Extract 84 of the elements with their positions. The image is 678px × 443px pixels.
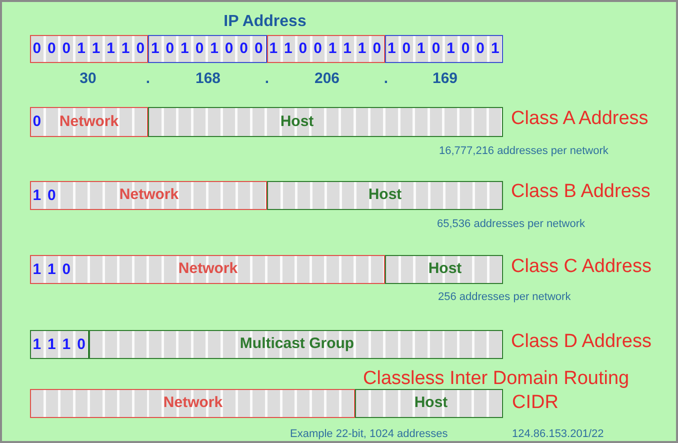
bit-digit: 1 [106, 41, 115, 56]
class-label: Class C Address [511, 257, 652, 276]
network-field [30, 181, 266, 210]
bit-digit: 0 [166, 41, 174, 56]
bit-digit: 1 [32, 188, 42, 202]
network-field [30, 107, 148, 137]
bit-digit: 1 [387, 41, 396, 56]
bit-digit: 0 [77, 336, 86, 352]
bit-digit: 1 [121, 41, 130, 56]
field-label: Network [59, 114, 119, 128]
bit-digit: 0 [254, 41, 263, 56]
bit-digit: 0 [224, 41, 234, 56]
field-label: Host [428, 261, 462, 276]
octet-value: 168 [195, 71, 221, 86]
bit-digit: 1 [180, 41, 189, 56]
bit-digit: 1 [358, 41, 366, 56]
host-field [266, 181, 503, 210]
example-address: 124.86.153.201/22 [512, 429, 604, 440]
field-label: Network [178, 261, 238, 276]
network-field [30, 389, 356, 418]
octet-field [384, 35, 503, 63]
multicast-field [89, 330, 503, 359]
class-label: Class A Address [511, 109, 648, 128]
example-note: Example 22-bit, 1024 addresses [290, 429, 448, 440]
bit-digit: 0 [48, 41, 56, 56]
bit-digit: 1 [284, 41, 292, 56]
field-label: Host [368, 187, 402, 202]
bit-digit: 1 [210, 41, 218, 56]
octet-value: 30 [80, 71, 96, 86]
host-field [384, 255, 503, 284]
bit-digit: 0 [48, 188, 56, 202]
address-note: 65,536 addresses per network [437, 219, 585, 230]
class-label: CIDR [512, 393, 558, 412]
field-label: Network [119, 187, 179, 202]
network-field [30, 255, 385, 284]
field-label: Multicast Group [240, 336, 354, 351]
class-label: Class D Address [511, 332, 652, 351]
bit-digit: 1 [269, 41, 278, 56]
bit-digit: 0 [372, 41, 382, 56]
bit-digit: 1 [62, 336, 71, 352]
field-label: Network [163, 395, 223, 410]
bit-digit: 0 [402, 41, 411, 56]
bit-digit: 0 [461, 41, 470, 56]
bit-digit: 1 [32, 336, 42, 352]
bit-digit: 0 [32, 114, 42, 129]
bit-digit: 1 [32, 262, 42, 276]
bit-digit: 1 [48, 336, 56, 352]
octet-value: 206 [314, 71, 340, 86]
bit-digit: 0 [240, 41, 248, 56]
dot-separator: . [264, 71, 270, 86]
diagram-title: IP Address [224, 14, 306, 30]
address-note: 16,777,216 addresses per network [439, 146, 608, 157]
octet-field [266, 35, 385, 63]
bit-digit: 1 [490, 41, 500, 56]
address-note: 256 addresses per network [438, 292, 571, 303]
bit-digit: 0 [62, 262, 71, 276]
field-label: Host [280, 114, 314, 128]
octet-field [148, 35, 266, 63]
bit-digit: 0 [314, 41, 322, 56]
bit-digit: 1 [328, 41, 337, 56]
dot-separator: . [146, 71, 150, 86]
bit-digit: 1 [150, 41, 160, 56]
bit-digit: 0 [32, 41, 42, 56]
bit-digit: 0 [432, 41, 440, 56]
octet-value: 169 [432, 71, 458, 86]
bit-digit: 1 [77, 41, 86, 56]
bit-digit: 0 [62, 41, 71, 56]
host-field [355, 389, 503, 418]
bit-digit: 0 [476, 41, 484, 56]
bit-digit: 0 [136, 41, 145, 56]
bit-digit: 1 [446, 41, 455, 56]
cidr-heading: Classless Inter Domain Routing [363, 369, 630, 388]
prefix-field [30, 330, 90, 359]
host-field [148, 107, 503, 137]
field-label: Host [414, 395, 448, 410]
bit-digit: 1 [417, 41, 426, 56]
class-label: Class B Address [511, 182, 650, 201]
bit-digit: 0 [195, 41, 204, 56]
bit-digit: 1 [343, 41, 352, 56]
bit-digit: 1 [92, 41, 100, 56]
dot-separator: . [384, 71, 388, 86]
bit-digit: 1 [48, 262, 56, 276]
bit-digit: 0 [298, 41, 308, 56]
octet-field [30, 35, 148, 63]
